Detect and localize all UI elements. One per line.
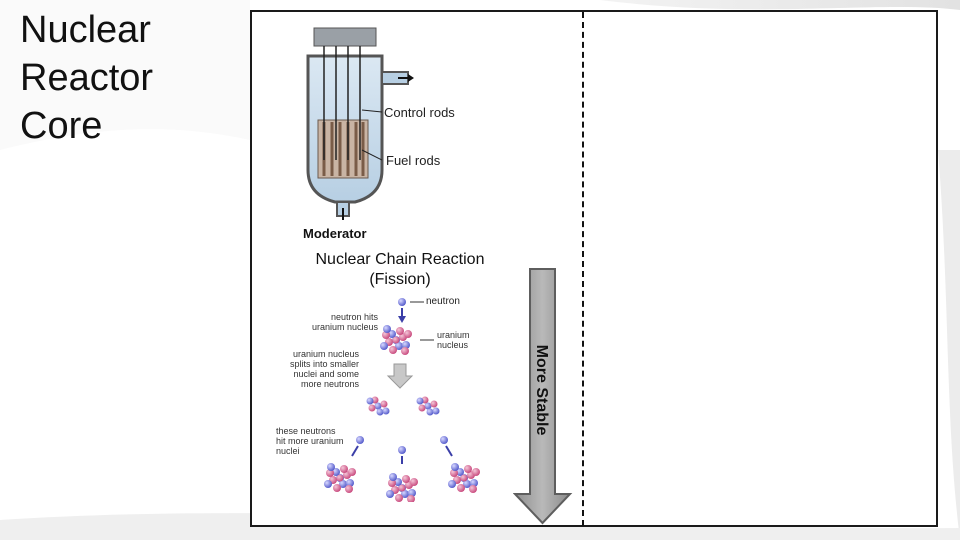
more-stable-label: More Stable (533, 344, 550, 436)
next-nucleus-right-icon (448, 463, 480, 493)
uranium-nucleus-label: uranium nucleus (437, 330, 470, 350)
chain-title-line1: Nuclear Chain Reaction (315, 251, 485, 268)
chain-title-line2: (Fission) (369, 271, 431, 288)
uranium-nucleus-icon (380, 325, 412, 355)
control-rods-label: Control rods (384, 105, 455, 120)
neutron-icon (398, 298, 406, 306)
reactor-vessel-diagram (306, 27, 414, 220)
dashed-divider (582, 12, 584, 526)
outlet-arrowhead-icon (408, 74, 414, 82)
splits-label: uranium nucleus splits into smaller nucl… (289, 349, 359, 389)
new-neutron-middle-icon (398, 446, 406, 454)
more-stable-arrow-icon (513, 268, 573, 525)
fuel-rods-label: Fuel rods (386, 153, 441, 168)
control-rod-drive-cap (313, 27, 377, 47)
moderator-label: Moderator (303, 226, 367, 241)
fuel-rods-leader (361, 149, 383, 161)
split-nucleus-left-icon (366, 396, 390, 416)
neutron-arrowhead-icon (398, 316, 406, 323)
split-arrow-icon (386, 363, 414, 389)
control-rods-leader (361, 109, 383, 113)
fission-diagram (324, 298, 480, 502)
next-nucleus-left-icon (324, 463, 356, 493)
new-neutron-arrows (351, 445, 453, 464)
chain-reaction-title: Nuclear Chain Reaction (Fission) (300, 250, 500, 290)
control-rods (323, 46, 361, 160)
new-neutron-right-icon (440, 436, 448, 444)
these-neutrons-label: these neutrons hit more uranium nuclei (276, 426, 344, 456)
split-nucleus-right-icon (416, 396, 440, 416)
new-neutron-left-icon (356, 436, 364, 444)
slide-title: Nuclear Reactor Core (20, 9, 154, 147)
neutron-label: neutron (426, 296, 460, 307)
next-nucleus-middle-icon (386, 473, 418, 502)
neutron-hits-label: neutron hits uranium nucleus (311, 312, 378, 332)
